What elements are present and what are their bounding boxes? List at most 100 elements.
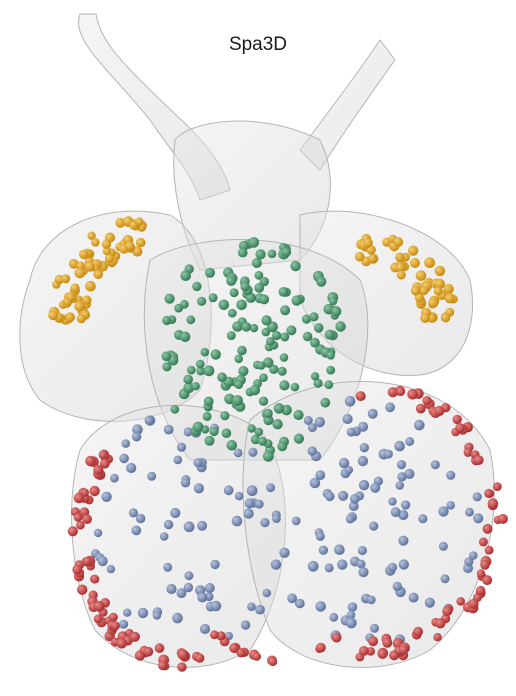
spot-green xyxy=(170,404,180,414)
spot-green xyxy=(328,296,338,306)
right-ventricle xyxy=(242,380,495,668)
spot-blue xyxy=(345,617,357,629)
spot-blue xyxy=(135,513,146,524)
spot-green xyxy=(237,345,247,356)
spot-blue xyxy=(408,592,419,603)
spot-green xyxy=(232,321,243,332)
spot-blue xyxy=(131,432,142,442)
spot-green xyxy=(186,315,196,325)
spot-blue xyxy=(314,416,325,428)
spot-red xyxy=(129,631,140,642)
spot-orange xyxy=(74,267,86,279)
spot-green xyxy=(183,374,193,385)
spot-green xyxy=(293,433,304,444)
spot-blue xyxy=(392,581,402,592)
spot-green xyxy=(293,409,304,421)
spot-green xyxy=(224,393,235,405)
spot-red xyxy=(389,650,400,661)
spot-blue xyxy=(324,563,334,573)
spot-red xyxy=(143,646,154,657)
spot-green xyxy=(226,440,238,451)
spot-orange xyxy=(428,297,439,308)
spot-blue xyxy=(438,506,449,517)
spot-red xyxy=(492,482,502,491)
spot-red xyxy=(93,600,105,612)
spot-blue xyxy=(210,559,220,570)
spot-blue xyxy=(346,427,356,437)
spot-red xyxy=(331,632,342,643)
spot-blue xyxy=(398,559,409,570)
spot-red xyxy=(73,492,85,504)
spot-green xyxy=(238,366,249,377)
spot-green xyxy=(261,327,271,337)
spot-orange xyxy=(135,237,146,248)
spot-blue xyxy=(388,497,397,506)
spot-blue xyxy=(295,598,305,609)
spot-blue xyxy=(144,415,154,425)
spot-red xyxy=(482,523,493,534)
spot-orange xyxy=(440,312,451,323)
spot-blue xyxy=(234,491,244,501)
spot-blue xyxy=(366,595,376,605)
spot-red xyxy=(377,648,388,659)
spot-blue xyxy=(394,440,405,452)
spot-red xyxy=(413,626,423,637)
spot-blue xyxy=(469,551,478,560)
spot-orange xyxy=(419,286,429,296)
spot-blue xyxy=(309,477,321,489)
spot-blue xyxy=(176,442,187,452)
spot-blue xyxy=(347,602,358,612)
spot-orange xyxy=(101,239,112,249)
spot-green xyxy=(269,364,279,374)
spot-red xyxy=(456,597,466,606)
spot-green xyxy=(277,366,287,376)
spot-orange xyxy=(104,253,115,263)
tissue-surface xyxy=(19,13,495,668)
spot-green xyxy=(266,337,275,346)
spot-green xyxy=(254,427,264,437)
spot-blue xyxy=(350,493,360,504)
spot-blue xyxy=(414,419,425,431)
spot-orange xyxy=(363,237,373,248)
spot-blue xyxy=(247,602,256,611)
spot-green xyxy=(324,380,334,390)
spot-orange xyxy=(433,286,443,296)
spot-blue xyxy=(170,507,181,519)
spot-green xyxy=(255,249,266,260)
spot-orange xyxy=(410,286,421,296)
spot-red xyxy=(368,636,379,647)
spot-red xyxy=(158,660,168,671)
spot-red xyxy=(433,633,442,642)
spot-orange xyxy=(414,293,424,303)
spot-red xyxy=(73,513,83,522)
spot-green xyxy=(187,365,196,375)
central-trunk xyxy=(173,120,331,271)
spot-red xyxy=(116,638,127,649)
figure-title: Spa3D xyxy=(228,34,288,55)
spot-blue xyxy=(197,520,208,531)
spot-red xyxy=(90,574,100,584)
spot-green xyxy=(273,403,285,414)
spot-blue xyxy=(370,482,381,493)
spot-red xyxy=(497,513,508,524)
spot-red xyxy=(484,488,494,498)
spot-blue xyxy=(180,478,191,488)
spot-green xyxy=(257,436,268,446)
spot-red xyxy=(177,649,189,660)
spot-blue xyxy=(126,462,137,474)
spot-red xyxy=(463,448,473,457)
spot-blue xyxy=(358,479,370,491)
spot-green xyxy=(263,357,274,368)
spot-orange xyxy=(407,245,419,256)
spot-green xyxy=(203,365,215,377)
spot-green xyxy=(197,296,207,306)
spot-blue xyxy=(424,597,435,608)
spot-green xyxy=(241,322,252,332)
spot-orange xyxy=(354,251,365,262)
spot-red xyxy=(482,575,493,586)
spot-green xyxy=(217,372,227,383)
spot-red xyxy=(93,614,103,624)
spot-blue xyxy=(163,424,174,435)
spot-red xyxy=(442,606,453,617)
